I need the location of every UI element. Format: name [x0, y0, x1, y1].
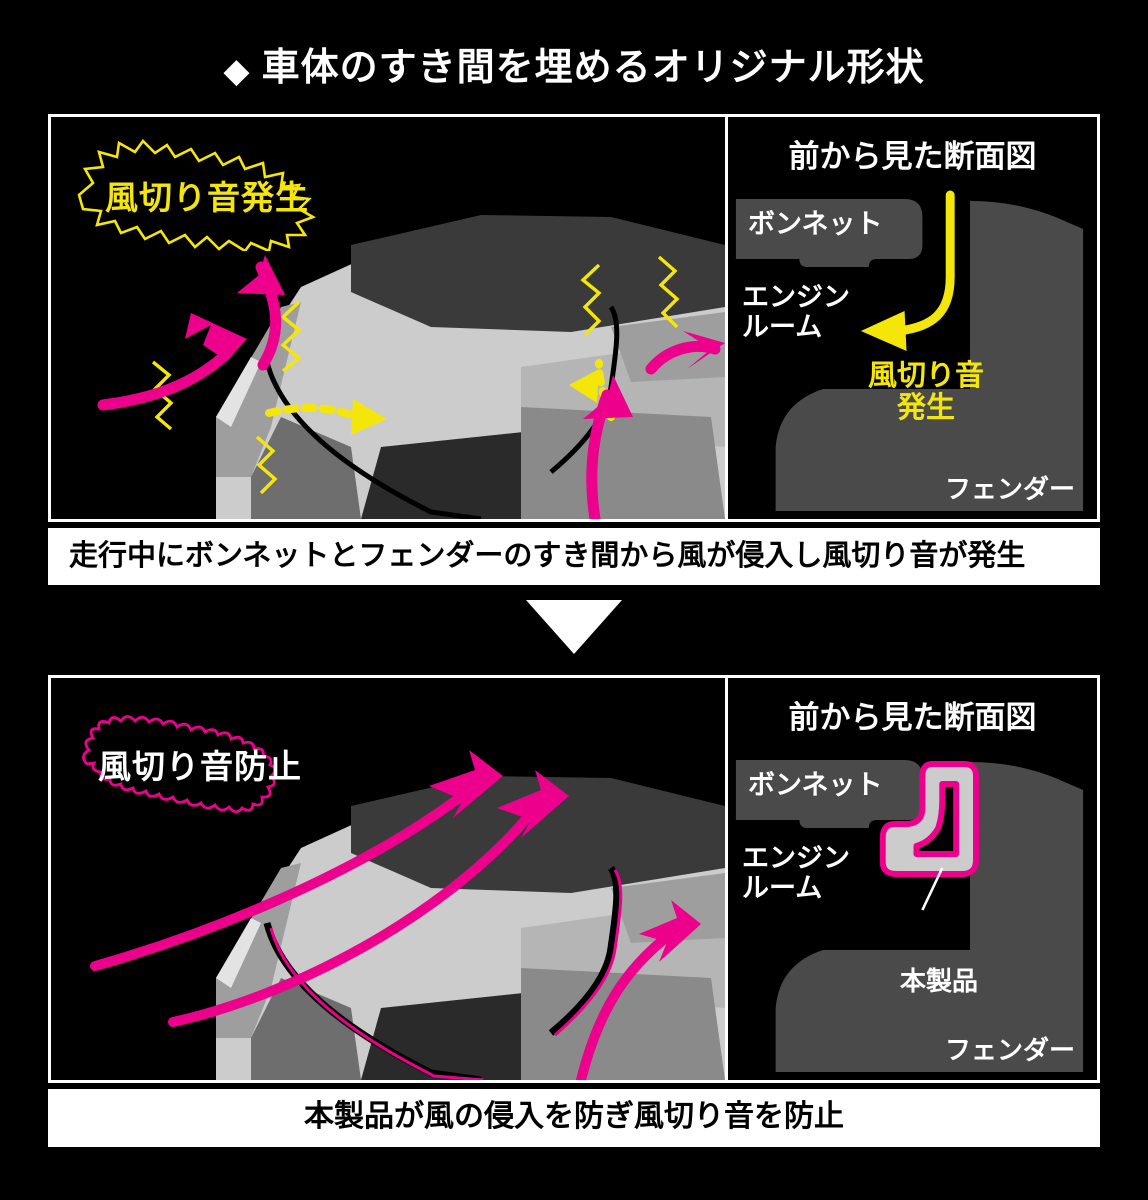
label-bonnet-solution: ボンネット [748, 770, 883, 801]
label-engine-room-solution: エンジン ルーム [742, 843, 850, 905]
wavy-burst-icon [82, 715, 277, 814]
cross-section-diagram-solution [735, 760, 1084, 1072]
solution-cross-section: 前から見た断面図 ボンネット エンジン ルーム 本製品 フェンダ [728, 678, 1097, 1080]
callout-wind-noise-prevented: 風切り音防止 [75, 712, 325, 816]
label-fender-problem: フェンダー [944, 474, 1075, 505]
panel-divider-bottom [725, 678, 728, 1080]
page-title-text: 車体のすき間を埋めるオリジナル形状 [261, 45, 925, 89]
section-separator [0, 600, 1148, 660]
airflow-streams-solution [90, 793, 668, 1080]
label-engine-room-problem: エンジン ルーム [742, 282, 850, 344]
problem-panels: 風切り音発生 前から見た断面図 [48, 114, 1100, 522]
jagged-starburst-icon [77, 139, 317, 251]
section-solution: 風切り音防止 前から見た断面図 [48, 675, 1100, 1147]
caption-solution: 本製品が風の侵入を防ぎ風切り音を防止 [48, 1089, 1100, 1147]
product-leader-line [921, 867, 944, 911]
callout-text-problem: 風切り音発生 [105, 178, 309, 217]
solution-panels: 風切り音防止 前から見た断面図 [48, 675, 1100, 1083]
down-triangle-icon [526, 600, 622, 654]
wind-enters-gap-arrow [860, 190, 955, 351]
label-product: 本製品 [900, 967, 979, 997]
caption-problem: 走行中にボンネットとフェンダーのすき間から風が侵入し風切り音が発生 [48, 528, 1100, 585]
callout-wind-noise-occurs: 風切り音発生 [73, 139, 341, 251]
car-hood-diagram-solution [90, 750, 725, 1080]
diamond-bullet-icon: ◆ [223, 52, 250, 90]
page-title: ◆ 車体のすき間を埋めるオリジナル形状 [0, 36, 1148, 91]
product-seal-shape [879, 761, 979, 877]
cross-section-diagram-problem [735, 190, 1084, 511]
airflow-arrowheads-problem [185, 255, 725, 419]
cross-section-title-solution: 前から見た断面図 [788, 700, 1037, 736]
callout-text-solution: 風切り音防止 [98, 747, 302, 786]
cross-section-title-problem: 前から見た断面図 [788, 139, 1037, 175]
panel-divider-top [725, 117, 728, 519]
car-hood-diagram-problem [97, 215, 725, 519]
solution-car-illustration: 風切り音防止 [51, 678, 725, 1080]
section-problem: 風切り音発生 前から見た断面図 [48, 114, 1100, 585]
label-bonnet-problem: ボンネット [748, 209, 883, 240]
airflow-arrowheads-solution [429, 750, 701, 962]
label-noise-problem: 風切り音 発生 [868, 358, 985, 425]
problem-cross-section: 前から見た断面図 ボンネット エンジン ルーム 風切り [728, 117, 1097, 519]
problem-car-illustration: 風切り音発生 [51, 117, 725, 519]
label-fender-solution: フェンダー [944, 1035, 1075, 1066]
